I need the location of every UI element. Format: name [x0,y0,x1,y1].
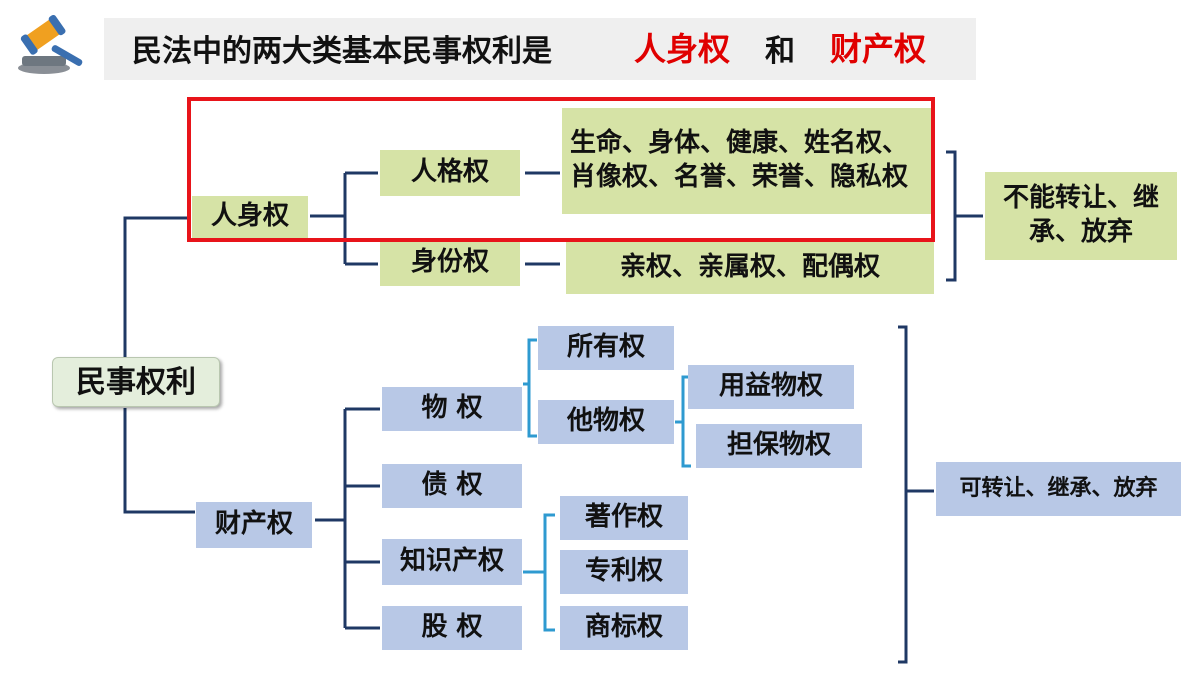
page-title: 民法中的两大类基本民事权利是 [132,34,552,69]
node-status-rights: 身份权 [380,240,520,286]
root-node-civil-rights: 民事权利 [52,357,220,407]
node-equity-rights: 股 权 [382,606,522,650]
node-usufruct: 用益物权 [688,365,854,409]
node-real-rights: 物 权 [382,387,522,431]
title-bar [104,18,976,80]
node-trademark: 商标权 [560,606,688,650]
gavel-icon [10,12,96,76]
node-status-detail: 亲权、亲属权、配偶权 [566,242,934,294]
title-highlight-personal: 人身权 [634,30,731,68]
node-personality-detail: 生命、身体、健康、姓名权、肖像权、名誉、荣誉、隐私权 [562,108,934,214]
node-ownership: 所有权 [538,326,674,370]
note-non-transferable: 不能转让、继承、放弃 [985,172,1177,260]
node-copyright: 著作权 [560,496,688,540]
title-highlight-property: 财产权 [830,30,927,68]
personality-detail-text: 生命、身体、健康、姓名权、肖像权、名誉、荣誉、隐私权 [570,128,909,192]
title-connector: 和 [765,34,795,69]
node-personal-rights: 人身权 [192,196,308,238]
node-intellectual-property: 知识产权 [382,539,522,585]
node-personality-rights: 人格权 [380,150,520,196]
node-other-real-rights: 他物权 [538,400,674,444]
node-patent: 专利权 [560,550,688,594]
note-transferable: 可转让、继承、放弃 [936,462,1181,516]
node-property-rights: 财产权 [196,502,312,548]
node-security-rights: 担保物权 [696,424,862,468]
node-creditor-rights: 债 权 [382,464,522,508]
personality-rights-highlight-frame [187,97,935,242]
